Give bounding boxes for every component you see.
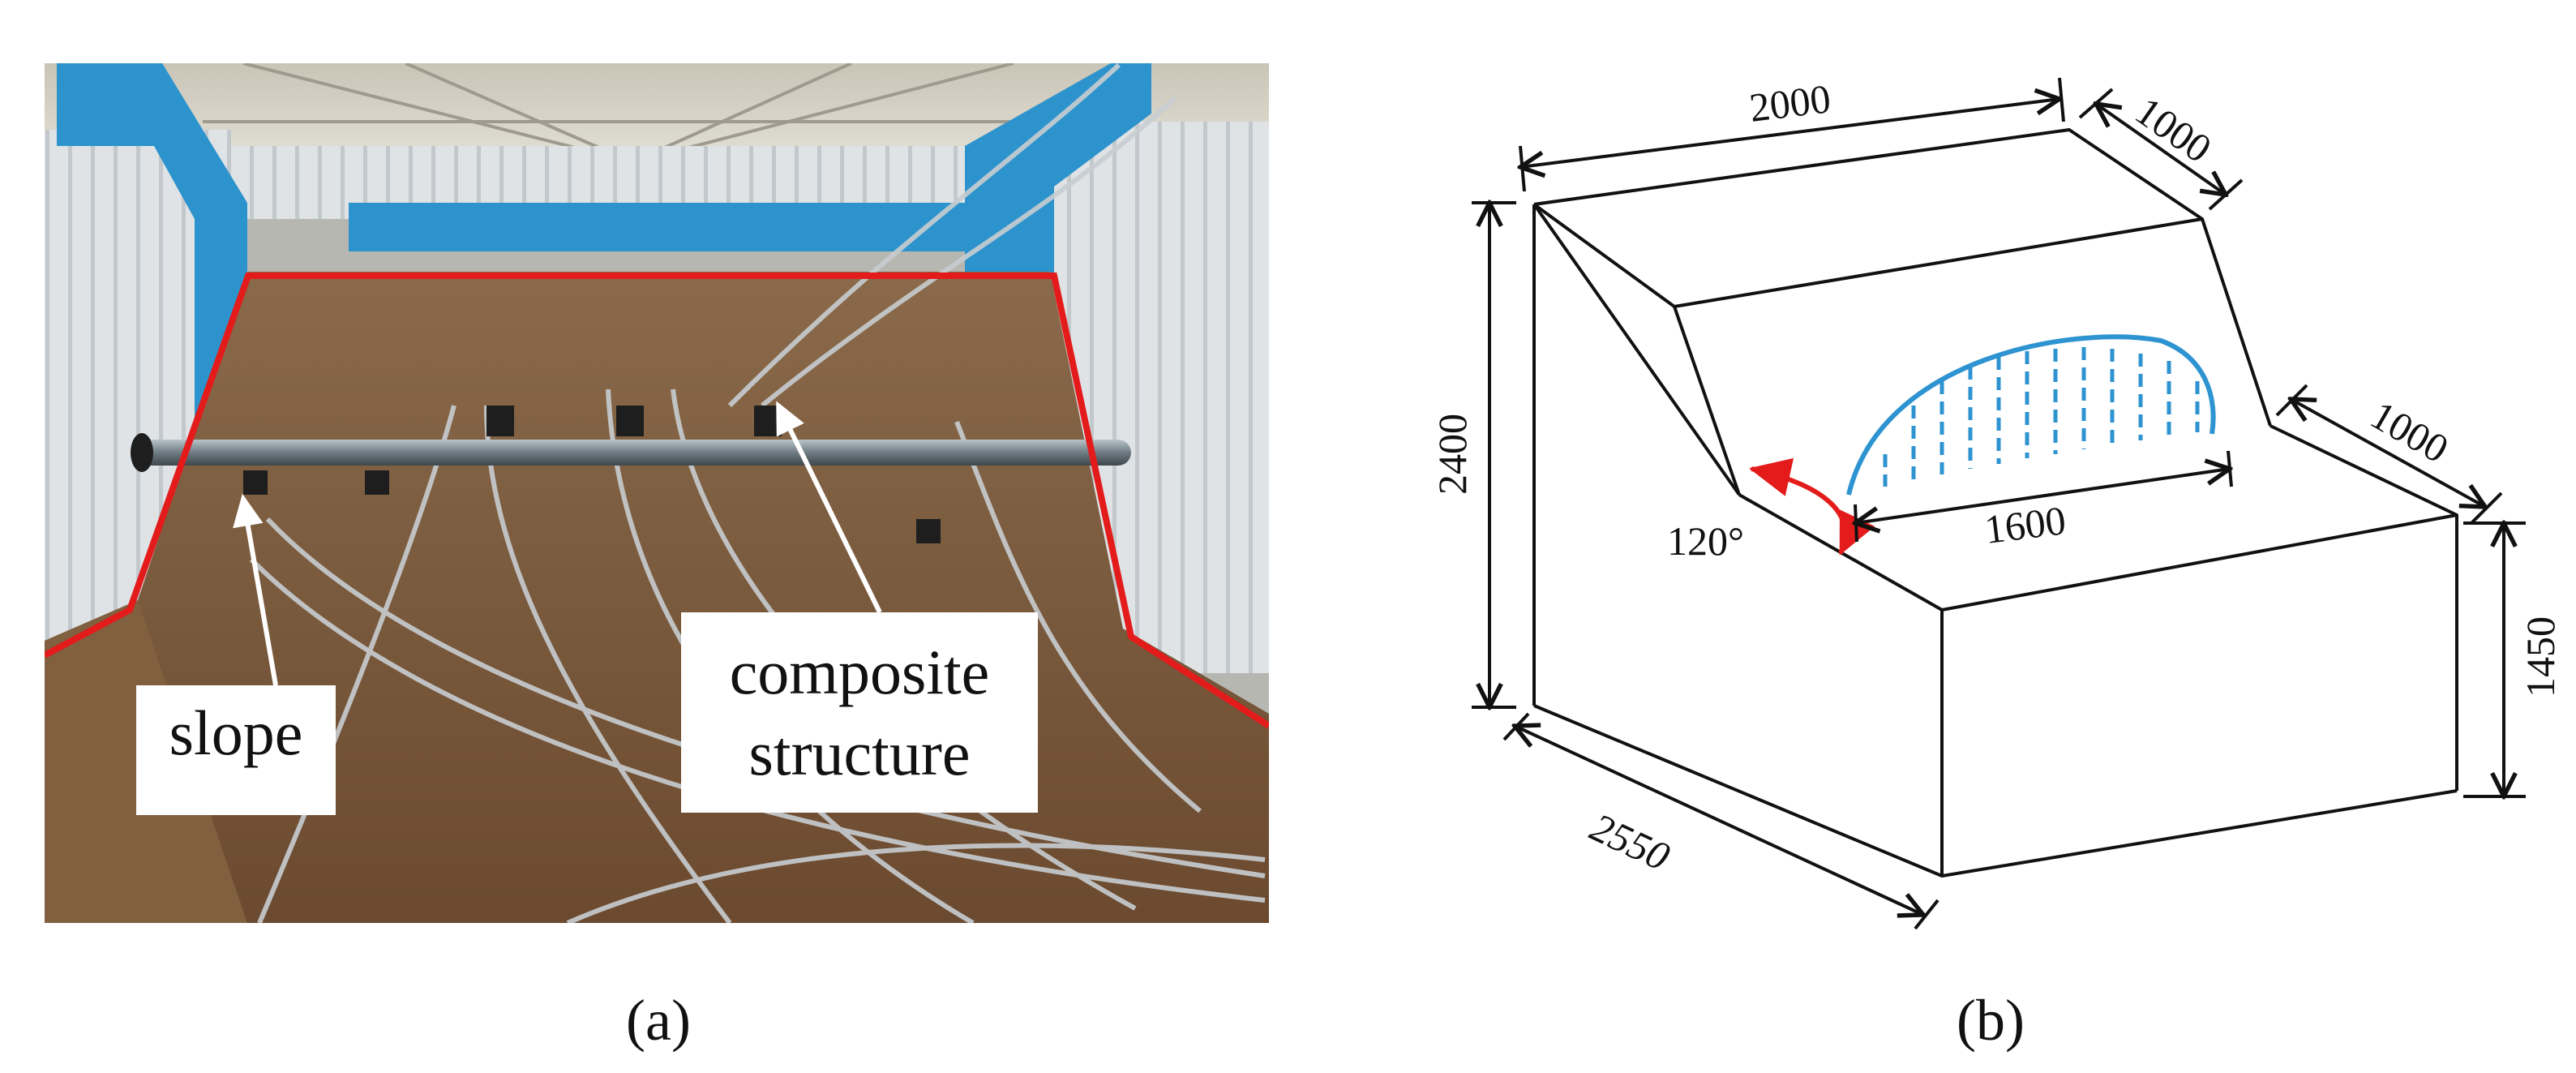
pipe [134,440,1131,466]
blue-frame [57,63,1151,422]
panel-label-a: (a) [626,988,691,1053]
angle-arc [1749,457,1875,556]
dim-base-length-label: 2550 [1584,804,1676,879]
slope-callout: slope [169,697,303,768]
block-left-face-diagonal [1532,203,1741,496]
dim-height-front-label: 1450 [2518,616,2563,697]
block-slope-edge-right [2201,218,2272,427]
dim-height-total: 2400 [1429,203,1516,707]
sensors [243,406,941,543]
dim-bench-depth-label: 1000 [2364,392,2457,471]
dim-cavity-width-label: 1600 [1982,497,2068,552]
dim-cavity-width: 1600 [1855,450,2231,552]
dim-height-total-label: 2400 [1429,414,1475,495]
dim-top-width: 2000 [1520,75,2065,192]
pipe-end-cap [131,433,153,472]
composite-callout-line1: composite [730,637,990,707]
block-bench [1738,424,2458,612]
dim-top-width-label: 2000 [1747,75,1833,131]
block-slope-edge-left [1673,306,1741,496]
block-top-face [1532,128,2204,308]
composite-callout-box [681,612,1038,813]
dim-bench-depth: 1000 [2275,384,2503,525]
photo-panel: slope composite structure [45,63,1269,923]
schematic-panel: 120° 2000 1000 2400 1000 [1429,75,2563,930]
slope-callout-box [136,685,336,815]
composite-callout-line2: structure [749,718,971,788]
dim-base-length: 2550 [1502,712,1940,930]
slope-callout-arrow [233,493,278,686]
panel-label-b: (b) [1957,988,2025,1053]
block-bottom [1533,704,2458,878]
dim-height-front: 1450 [2463,523,2563,796]
cavity-arch [1846,334,2216,496]
composite-callout-arrow [776,401,882,614]
slope-outline [45,273,1269,729]
cavity-hatching [1883,347,2200,487]
roof-trusses [203,63,1095,164]
angle-label: 120° [1667,518,1744,564]
